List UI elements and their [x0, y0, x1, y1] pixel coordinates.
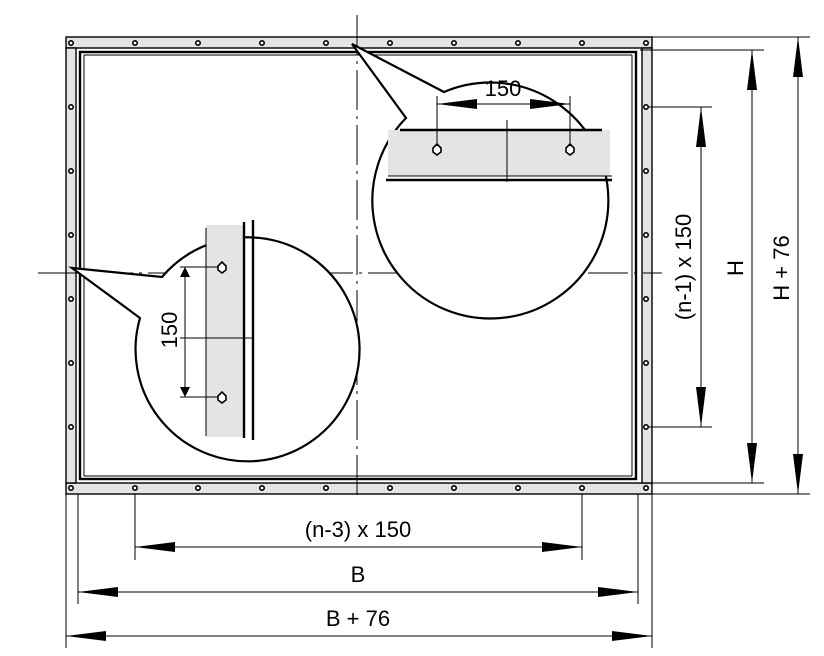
bolt-hole	[578, 39, 585, 46]
vertical-bolt-span-label: (n-1) x 150	[671, 214, 696, 320]
bolt-icon	[217, 390, 227, 404]
bolt-hole	[514, 484, 521, 491]
bolt-hole	[578, 484, 585, 491]
bolt-hole	[386, 484, 393, 491]
bolt-icon	[217, 260, 227, 274]
height-inner-label: H	[723, 260, 748, 276]
width-inner-label: B	[351, 562, 366, 587]
bolt-hole	[68, 484, 75, 491]
bolt-hole	[68, 232, 75, 239]
width-outer-label: B + 76	[326, 606, 390, 631]
bolt-hole	[514, 39, 521, 46]
bolt-holes	[68, 39, 649, 491]
bolt-hole	[132, 484, 139, 491]
bolt-hole	[258, 484, 265, 491]
bolt-hole	[68, 104, 75, 111]
bolt-hole	[642, 232, 649, 239]
bolt-hole	[642, 39, 649, 46]
horizontal-bolt-span-label: (n-3) x 150	[305, 517, 411, 542]
arrowhead	[747, 50, 757, 90]
detail-left-spacing-label: 150	[157, 312, 182, 349]
bolt-hole	[322, 39, 329, 46]
bolt-hole	[642, 104, 649, 111]
height-outer-label: H + 76	[769, 235, 794, 300]
right-dimensions: (n-1) x 150 H H + 76	[640, 36, 810, 495]
bolt-hole	[642, 168, 649, 175]
bolt-hole	[68, 39, 75, 46]
bolt-hole	[386, 39, 393, 46]
detail-left-bubble: 150	[68, 220, 361, 463]
bolt-hole	[322, 484, 329, 491]
bolt-hole	[642, 295, 649, 302]
bolt-hole	[68, 423, 75, 430]
bolt-hole	[68, 359, 75, 366]
bolt-hole	[195, 484, 202, 491]
arrowhead	[696, 107, 706, 147]
bolt-hole	[132, 39, 139, 46]
bolt-hole	[68, 295, 75, 302]
flange-frame	[65, 36, 653, 495]
arrowhead	[747, 443, 757, 483]
bolt-hole	[258, 39, 265, 46]
bolt-hole	[642, 423, 649, 430]
detail-top-bubble: 150	[351, 43, 612, 320]
detail-top-spacing-label: 150	[485, 76, 522, 101]
bolt-hole	[450, 39, 457, 46]
arrowhead	[696, 387, 706, 427]
bolt-hole	[450, 484, 457, 491]
bolt-hole	[642, 484, 649, 491]
bottom-dimensions: (n-3) x 150 B B + 76	[65, 494, 653, 648]
bolt-hole	[195, 39, 202, 46]
bolt-hole	[642, 359, 649, 366]
bolt-hole	[68, 168, 75, 175]
